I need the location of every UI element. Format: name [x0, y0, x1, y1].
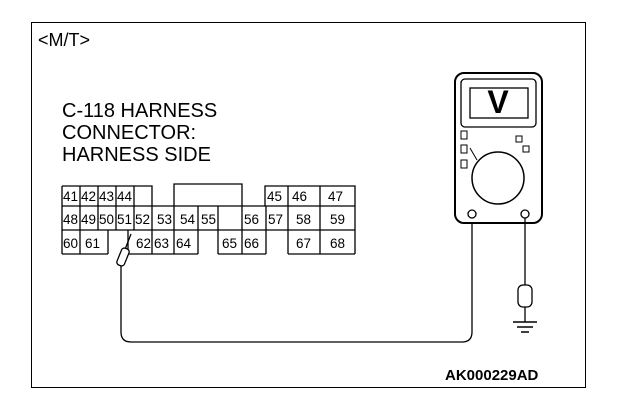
pin-label: 44 [117, 189, 133, 204]
pin-label: 48 [63, 212, 78, 227]
connector-pin-labels: 41 42 43 44 45 46 47 48 49 50 51 52 53 5… [63, 189, 345, 251]
pin-label: 67 [296, 236, 311, 251]
meter-lead-wire [120, 220, 473, 343]
pin-label: 59 [330, 212, 345, 227]
pin-label: 65 [222, 236, 237, 251]
figure-code: AK000229AD [445, 367, 539, 384]
connector-title-line-3: HARNESS SIDE [62, 144, 211, 166]
connector-title: C-118 HARNESS CONNECTOR: HARNESS SIDE [62, 100, 217, 166]
pin-label: 57 [268, 212, 283, 227]
pin-label: 42 [81, 189, 96, 204]
pin-label: 62 [136, 236, 151, 251]
pin-label: 43 [99, 189, 114, 204]
ground-lead [517, 218, 533, 322]
pin-label: 53 [157, 212, 172, 227]
ground-icon [513, 321, 537, 333]
pin-label: 52 [135, 212, 150, 227]
pin-label: 68 [330, 236, 345, 251]
pin-label: 60 [63, 236, 78, 251]
meter-display-symbol: V [487, 84, 509, 120]
pin-label: 46 [292, 189, 307, 204]
connector-title-line-1: C-118 HARNESS [62, 100, 218, 122]
pin-label: 45 [267, 189, 282, 204]
pin-label: 58 [296, 212, 311, 227]
pin-label: 49 [81, 212, 96, 227]
pin-label: 56 [244, 212, 259, 227]
harness-connector [61, 183, 356, 255]
transmission-label: <M/T> [38, 30, 91, 50]
pin-label: 41 [63, 189, 78, 204]
pin-label: 61 [85, 236, 100, 251]
pin-label: 64 [176, 236, 192, 251]
voltmeter-icon [454, 72, 543, 224]
pin-label: 47 [328, 189, 343, 204]
pin-label: 63 [154, 236, 169, 251]
pin-label: 50 [99, 212, 114, 227]
pin-label: 66 [244, 236, 259, 251]
test-probe [116, 233, 132, 267]
pin-label: 51 [117, 212, 132, 227]
pin-label: 55 [201, 212, 216, 227]
pin-label: 54 [180, 212, 196, 227]
connector-title-line-2: CONNECTOR: [62, 122, 197, 144]
